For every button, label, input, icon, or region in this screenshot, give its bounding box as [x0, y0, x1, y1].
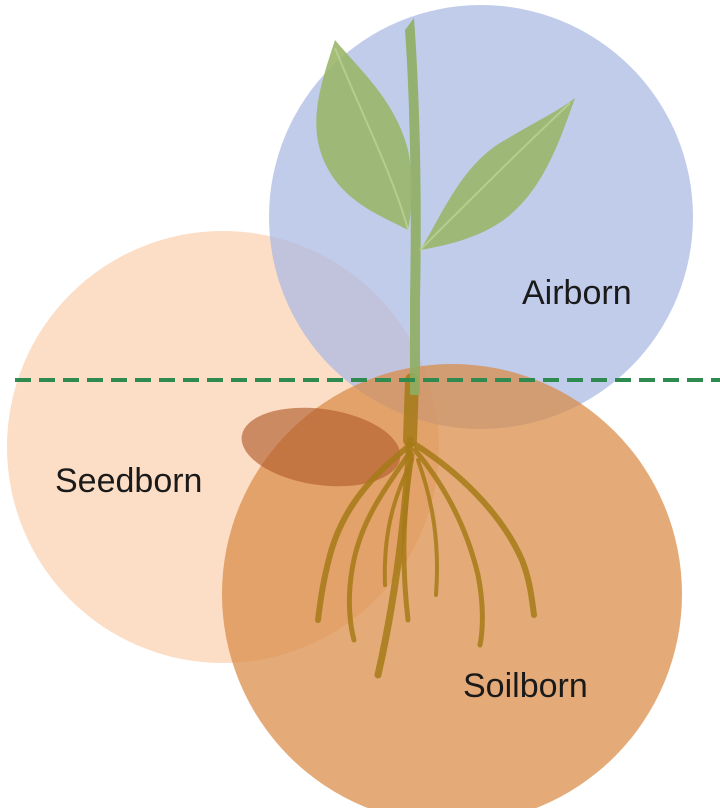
soilborn-label: Soilborn — [463, 667, 588, 705]
seedborn-label: Seedborn — [55, 462, 202, 500]
airborn-label: Airborn — [522, 274, 632, 312]
